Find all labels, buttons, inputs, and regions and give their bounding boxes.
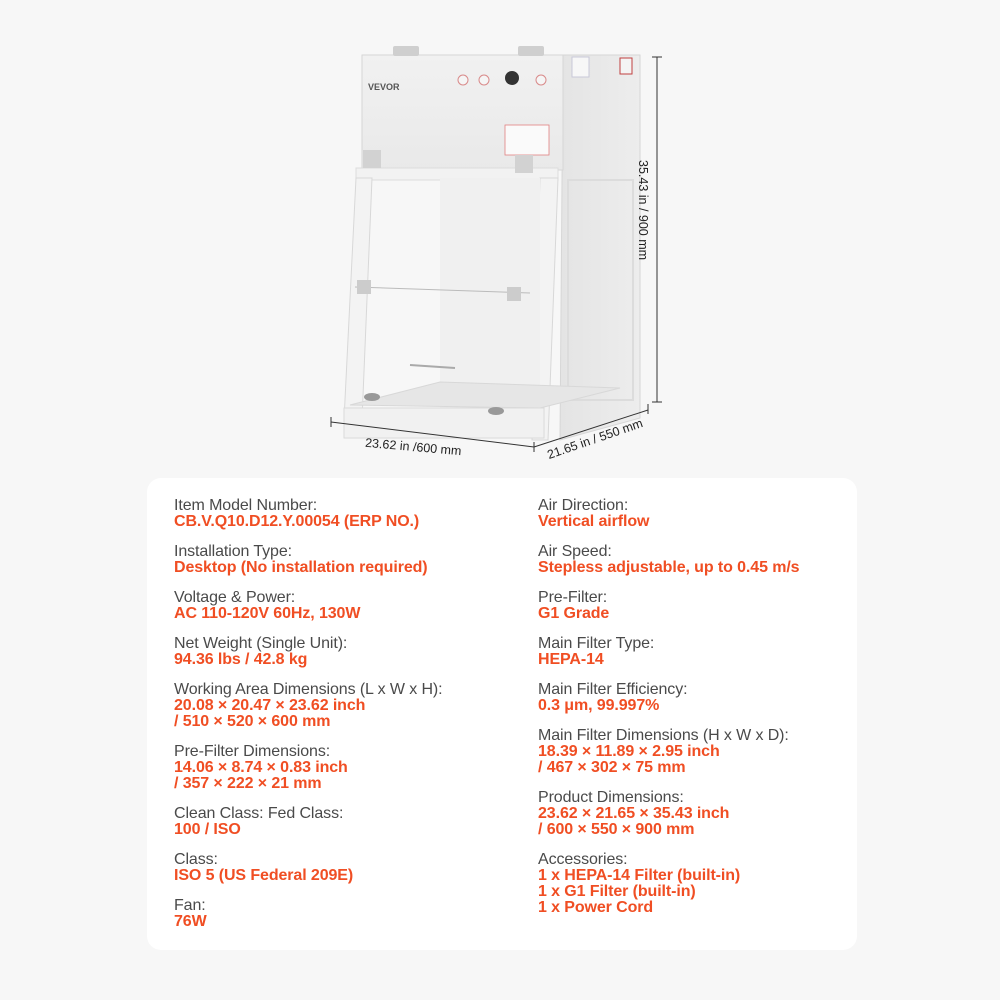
spec-value: G1 Grade <box>538 605 610 622</box>
spec-value: Vertical airflow <box>538 513 650 530</box>
spec-label: Air Direction: <box>538 497 629 514</box>
spec-item-pre-filter: Pre-Filter: G1 Grade <box>538 590 858 622</box>
spec-value: / 510 × 520 × 600 mm <box>174 713 331 730</box>
spec-item-accessories: Accessories: 1 x HEPA-14 Filter (built-i… <box>538 852 858 916</box>
spec-item-product-dimensions: Product Dimensions: 23.62 × 21.65 × 35.4… <box>538 790 858 838</box>
spec-item-fan: Fan: 76W <box>174 898 534 930</box>
spec-column-right: Air Direction: Vertical airflow Air Spee… <box>538 498 858 930</box>
spec-label: Pre-Filter: <box>538 589 608 606</box>
spec-label: Working Area Dimensions (L x W x H): <box>174 681 443 698</box>
spec-item-voltage-power: Voltage & Power: AC 110-120V 60Hz, 130W <box>174 590 534 622</box>
laminar-flow-cabinet-illustration: VEVOR <box>330 46 662 452</box>
spec-value: CB.V.Q10.D12.Y.00054 (ERP NO.) <box>174 513 420 530</box>
spec-value: 100 / ISO <box>174 821 241 838</box>
spec-item-net-weight: Net Weight (Single Unit): 94.36 lbs / 42… <box>174 636 534 668</box>
spec-label: Air Speed: <box>538 543 612 560</box>
spec-label: Fan: <box>174 897 206 914</box>
spec-item-main-filter-dimensions: Main Filter Dimensions (H x W x D): 18.3… <box>538 728 858 776</box>
spec-column-left: Item Model Number: CB.V.Q10.D12.Y.00054 … <box>174 498 534 944</box>
svg-text:VEVOR: VEVOR <box>368 82 400 92</box>
spec-value: 1 x G1 Filter (built-in) <box>538 883 696 900</box>
spec-value: / 357 × 222 × 21 mm <box>174 775 322 792</box>
spec-value: Stepless adjustable, up to 0.45 m/s <box>538 559 800 576</box>
spec-value: 1 x Power Cord <box>538 899 654 916</box>
height-dimension-label: 35.43 in / 900 mm <box>636 160 650 261</box>
spec-item-main-filter-type: Main Filter Type: HEPA-14 <box>538 636 858 668</box>
spec-item-model-number: Item Model Number: CB.V.Q10.D12.Y.00054 … <box>174 498 534 530</box>
spec-item-installation-type: Installation Type: Desktop (No installat… <box>174 544 534 576</box>
spec-value: 0.3 μm, 99.997% <box>538 697 660 714</box>
spec-item-class: Class: ISO 5 (US Federal 209E) <box>174 852 534 884</box>
spec-value: 14.06 × 8.74 × 0.83 inch <box>174 759 348 776</box>
spec-item-clean-class: Clean Class: Fed Class: 100 / ISO <box>174 806 534 838</box>
spec-value: / 600 × 550 × 900 mm <box>538 821 695 838</box>
spec-label: Item Model Number: <box>174 497 318 514</box>
spec-value: 23.62 × 21.65 × 35.43 inch <box>538 805 730 822</box>
spec-value: 20.08 × 20.47 × 23.62 inch <box>174 697 366 714</box>
spec-item-main-filter-efficiency: Main Filter Efficiency: 0.3 μm, 99.997% <box>538 682 858 714</box>
spec-item-air-speed: Air Speed: Stepless adjustable, up to 0.… <box>538 544 858 576</box>
spec-value: ISO 5 (US Federal 209E) <box>174 867 354 884</box>
spec-label: Class: <box>174 851 218 868</box>
spec-label: Main Filter Type: <box>538 635 655 652</box>
spec-value: 1 x HEPA-14 Filter (built-in) <box>538 867 741 884</box>
spec-value: 94.36 lbs / 42.8 kg <box>174 651 308 668</box>
spec-label: Main Filter Dimensions (H x W x D): <box>538 727 789 744</box>
specifications-card: Item Model Number: CB.V.Q10.D12.Y.00054 … <box>147 478 857 950</box>
spec-item-air-direction: Air Direction: Vertical airflow <box>538 498 858 530</box>
spec-item-pre-filter-dimensions: Pre-Filter Dimensions: 14.06 × 8.74 × 0.… <box>174 744 534 792</box>
spec-label: Clean Class: Fed Class: <box>174 805 344 822</box>
spec-value: 76W <box>174 913 207 930</box>
spec-label: Net Weight (Single Unit): <box>174 635 348 652</box>
spec-label: Voltage & Power: <box>174 589 296 606</box>
spec-value: Desktop (No installation required) <box>174 559 428 576</box>
spec-value: 18.39 × 11.89 × 2.95 inch <box>538 743 720 760</box>
spec-value: / 467 × 302 × 75 mm <box>538 759 686 776</box>
spec-label: Pre-Filter Dimensions: <box>174 743 331 760</box>
spec-label: Accessories: <box>538 851 628 868</box>
product-image-area: VEVOR <box>0 0 1000 470</box>
spec-item-working-area-dimensions: Working Area Dimensions (L x W x H): 20.… <box>174 682 534 730</box>
spec-label: Main Filter Efficiency: <box>538 681 688 698</box>
spec-value: AC 110-120V 60Hz, 130W <box>174 605 361 622</box>
spec-label: Installation Type: <box>174 543 292 560</box>
spec-value: HEPA-14 <box>538 651 604 668</box>
spec-label: Product Dimensions: <box>538 789 684 806</box>
